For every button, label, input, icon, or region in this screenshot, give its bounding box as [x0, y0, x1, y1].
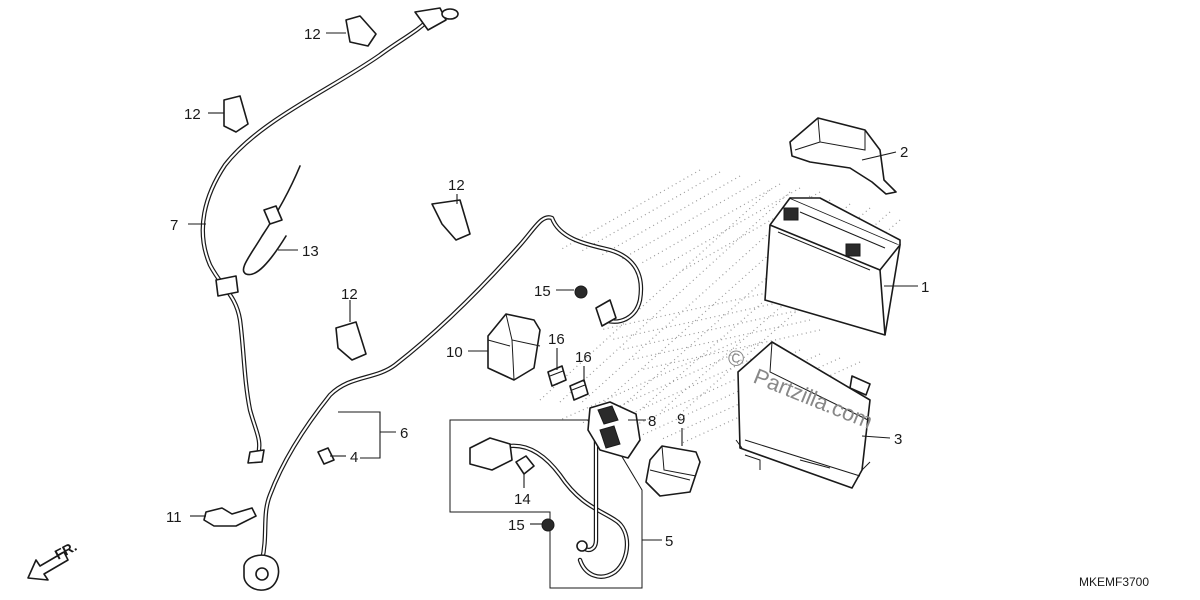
callout-8: 8	[648, 413, 656, 430]
leader-lines	[188, 32, 918, 541]
callout-3: 3	[894, 431, 902, 448]
callout-16: 16	[548, 331, 565, 348]
callout-14: 14	[514, 491, 531, 508]
callout-15: 15	[534, 283, 551, 300]
callout-16: 16	[575, 349, 592, 366]
nut[interactable]	[574, 285, 588, 299]
nut[interactable]	[541, 518, 555, 532]
callout-1: 1	[921, 279, 929, 296]
battery-cable[interactable]	[243, 215, 644, 591]
starter-cable-assembly[interactable]	[449, 417, 643, 589]
callout-2: 2	[900, 144, 908, 161]
callout-9: 9	[677, 411, 685, 428]
battery-case[interactable]	[735, 341, 871, 489]
battery-cover[interactable]	[789, 117, 897, 195]
relay-cover[interactable]	[645, 445, 701, 497]
callout-12: 12	[341, 286, 358, 303]
front-direction-arrow: FR.	[27, 538, 79, 581]
fuse[interactable]	[569, 379, 589, 401]
callout-12: 12	[448, 177, 465, 194]
band-clip[interactable]	[242, 165, 301, 276]
ground-cable[interactable]	[200, 7, 459, 464]
arrow-icon	[27, 551, 69, 581]
callout-7: 7	[170, 217, 178, 234]
dotted-alignment-lines	[539, 169, 901, 445]
starter-relay[interactable]	[587, 401, 641, 459]
cable-clamp[interactable]	[203, 507, 257, 527]
callout-15: 15	[508, 517, 525, 534]
wire-band[interactable]	[345, 15, 377, 47]
fuse-box[interactable]	[487, 313, 541, 381]
callout-13: 13	[302, 243, 319, 260]
callout-4: 4	[350, 449, 358, 466]
callout-6: 6	[400, 425, 408, 442]
copyright-symbol: ©	[728, 346, 744, 371]
wire-band[interactable]	[335, 321, 367, 361]
callout-labels: 1 2 3 4 5 6 7 8 9 10 11 12 12 12 12 13 1…	[166, 26, 929, 550]
diagram-code: MKEMF3700	[1079, 575, 1149, 589]
wire-band[interactable]	[431, 199, 471, 241]
wire-band[interactable]	[223, 95, 249, 133]
cable-terminal[interactable]	[515, 455, 535, 475]
callout-12: 12	[304, 26, 321, 43]
callout-10: 10	[446, 344, 463, 361]
fuse-clip[interactable]	[317, 447, 335, 465]
callout-5: 5	[665, 533, 673, 550]
battery[interactable]	[764, 197, 901, 336]
callout-11: 11	[166, 509, 182, 526]
callout-12: 12	[184, 106, 201, 123]
